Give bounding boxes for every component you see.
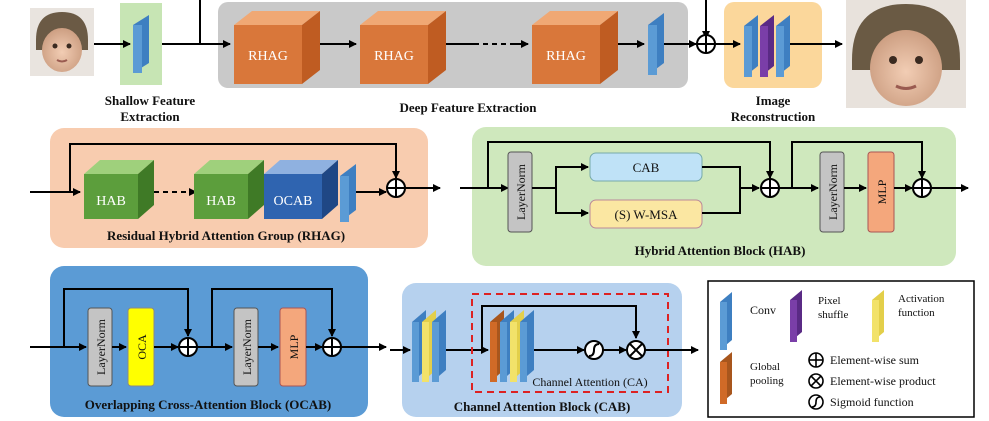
hab-mlp-label: MLP bbox=[875, 179, 889, 204]
rhag-panel-title: Residual Hybrid Attention Group (RHAG) bbox=[107, 228, 345, 243]
hab-merge-cab bbox=[702, 166, 760, 192]
hab-layernorm-2 bbox=[819, 151, 845, 233]
legend-sigmoid-icon bbox=[808, 394, 824, 410]
input-image bbox=[30, 8, 94, 76]
legend-pool-label-2: pooling bbox=[750, 375, 784, 387]
legend-product-label: Element-wise product bbox=[830, 374, 936, 388]
ocab-block: OCAB bbox=[264, 160, 338, 219]
hab-wmsa-label: (S) W-MSA bbox=[615, 207, 679, 222]
legend-act-label-2: function bbox=[898, 307, 935, 319]
hab-layernorm-2-label: LayerNorm bbox=[826, 163, 840, 220]
hab-merge-wmsa bbox=[702, 188, 741, 214]
legend-activation-icon bbox=[872, 290, 884, 342]
channel-attention-dashed-box bbox=[471, 293, 669, 393]
rhag-hab-label-2: HAB bbox=[206, 194, 236, 209]
legend-pixel-shuffle-icon bbox=[790, 290, 802, 342]
rhag-ocab-label: OCAB bbox=[274, 194, 313, 209]
rhag-label-3: RHAG bbox=[546, 49, 586, 64]
ocab-skip-2 bbox=[211, 288, 336, 347]
ocab-skip-1 bbox=[63, 288, 192, 347]
cab-panel-title: Channel Attention Block (CAB) bbox=[454, 399, 631, 414]
rhag-label-1: RHAG bbox=[248, 49, 288, 64]
shallow-conv-block bbox=[133, 15, 149, 73]
ocab-sum-icon-2 bbox=[322, 337, 342, 357]
rhag-block-3: RHAG bbox=[532, 11, 618, 84]
deep-conv-block bbox=[648, 13, 664, 75]
ocab-layernorm-2-label: LayerNorm bbox=[240, 318, 254, 375]
rhag-sum-icon bbox=[386, 178, 406, 198]
legend-product-icon bbox=[808, 373, 824, 389]
recon-label-2: Reconstruction bbox=[731, 109, 816, 124]
hab-panel-title: Hybrid Attention Block (HAB) bbox=[635, 243, 806, 258]
ca-inner-stack bbox=[490, 310, 534, 382]
hab-branch-cab bbox=[532, 163, 589, 189]
hab-sum-icon-2 bbox=[912, 178, 932, 198]
output-image bbox=[846, 0, 966, 108]
hab-layernorm-1-label: LayerNorm bbox=[514, 163, 528, 220]
ocab-mlp-label: MLP bbox=[287, 334, 301, 359]
ocab-layernorm-1-label: LayerNorm bbox=[94, 318, 108, 375]
cab-conv-stack bbox=[412, 310, 446, 382]
deep-label: Deep Feature Extraction bbox=[400, 100, 538, 115]
cab-skip-connection bbox=[481, 305, 640, 350]
legend-act-label-1: Activation bbox=[898, 293, 945, 305]
recon-label-1: Image bbox=[756, 93, 791, 108]
rhag-label-2: RHAG bbox=[374, 49, 414, 64]
hab-branch-wmsa bbox=[555, 188, 589, 217]
recon-blocks bbox=[744, 15, 790, 77]
rhag-conv-block bbox=[340, 164, 356, 222]
legend-sigmoid-label: Sigmoid function bbox=[830, 395, 914, 409]
ocab-panel-title: Overlapping Cross-Attention Block (OCAB) bbox=[85, 397, 331, 412]
global-sum-icon bbox=[696, 34, 716, 54]
ocab-sum-icon-1 bbox=[178, 337, 198, 357]
legend-pooling-icon bbox=[720, 352, 732, 404]
rhag-block-2: RHAG bbox=[360, 11, 446, 84]
legend-box bbox=[707, 280, 975, 418]
hab-cab-label: CAB bbox=[633, 160, 660, 175]
hab-block-2: HAB bbox=[194, 160, 264, 219]
ca-label: Channel Attention (CA) bbox=[532, 375, 647, 389]
hab-block-1: HAB bbox=[84, 160, 154, 219]
hab-mlp-box bbox=[867, 151, 895, 233]
legend-conv-label: Conv bbox=[750, 303, 776, 317]
rhag-skip-connection bbox=[69, 143, 400, 192]
hab-skip-1 bbox=[487, 141, 774, 188]
shallow-label-1: Shallow Feature bbox=[105, 93, 196, 108]
ocab-oca-label: OCA bbox=[135, 334, 149, 360]
sigmoid-icon bbox=[584, 340, 604, 360]
legend-pool-label-1: Global bbox=[750, 361, 780, 373]
legend-sum-icon bbox=[808, 352, 824, 368]
rhag-hab-label-1: HAB bbox=[96, 194, 126, 209]
legend-conv-icon bbox=[720, 292, 732, 350]
rhag-block-1: RHAG bbox=[234, 11, 320, 84]
cab-product-icon bbox=[626, 340, 646, 360]
hab-skip-2 bbox=[791, 141, 926, 188]
legend-pixel-label-2: shuffle bbox=[818, 309, 848, 321]
legend-sum-label: Element-wise sum bbox=[830, 353, 920, 367]
hab-layernorm-1 bbox=[507, 151, 533, 233]
legend-pixel-label-1: Pixel bbox=[818, 295, 841, 307]
hab-sum-icon-1 bbox=[760, 178, 780, 198]
shallow-label-2: Extraction bbox=[120, 109, 180, 124]
